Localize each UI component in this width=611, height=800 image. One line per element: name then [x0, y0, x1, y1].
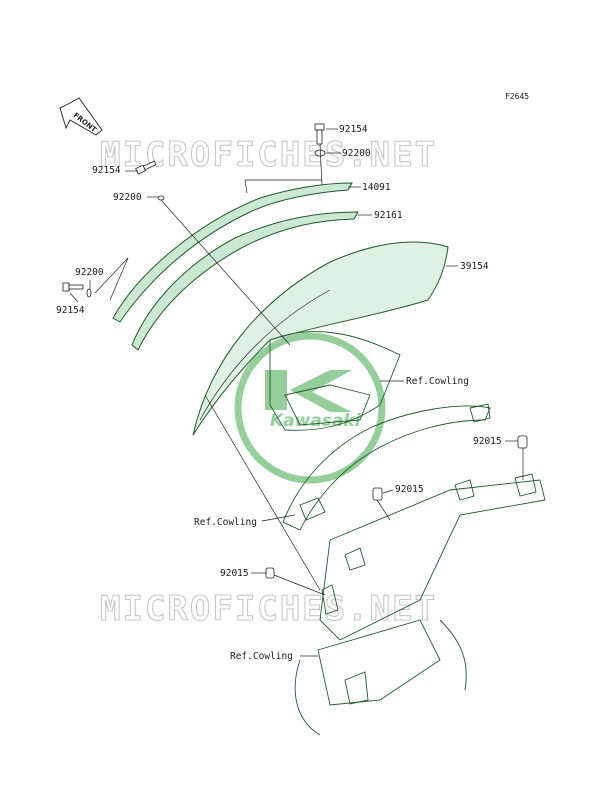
label-ref-cowling-2: Ref.Cowling — [194, 517, 257, 528]
ref-cowling-upper — [269, 331, 401, 431]
trim-strip — [112, 182, 353, 323]
label-washer-lower: 92200 — [75, 267, 104, 278]
washer-left-icon — [157, 195, 165, 201]
label-washer-left: 92200 — [113, 192, 142, 203]
label-grommet-lower: 92015 — [220, 568, 249, 579]
windshield — [192, 241, 449, 436]
bolt-top-icon — [314, 123, 325, 145]
ref-cowling-frame — [294, 473, 546, 736]
label-trim: 14091 — [362, 182, 391, 193]
label-bolt-top: 92154 — [339, 124, 368, 135]
label-washer-top: 92200 — [342, 148, 371, 159]
watermark-bottom: MICROFICHES.NET — [100, 589, 437, 629]
kawasaki-logo: Kawasaki — [234, 332, 386, 484]
label-ref-cowling-1: Ref.Cowling — [406, 376, 469, 387]
grommet-right-icon — [517, 435, 528, 449]
label-bolt-left: 92154 — [92, 165, 121, 176]
label-grommet-mid: 92015 — [395, 484, 424, 495]
label-ref-cowling-3: Ref.Cowling — [230, 651, 293, 662]
grommet-lower-icon — [265, 567, 275, 579]
diagram-code: F2645 — [505, 92, 529, 101]
label-bolt-lower: 92154 — [56, 305, 85, 316]
logo-text: Kawasaki — [270, 411, 362, 431]
washer-lower-icon — [86, 288, 92, 298]
bolt-lower-icon — [62, 282, 84, 292]
label-seal: 92161 — [374, 210, 403, 221]
grommet-mid-icon — [372, 487, 383, 501]
seal-strip — [131, 211, 359, 351]
watermark-top: MICROFICHES.NET — [100, 135, 437, 175]
front-arrow-icon: FRONT — [59, 97, 103, 136]
label-grommet-right: 92015 — [473, 436, 502, 447]
label-windshield: 39154 — [460, 261, 489, 272]
ref-cowling-middle — [282, 403, 491, 531]
